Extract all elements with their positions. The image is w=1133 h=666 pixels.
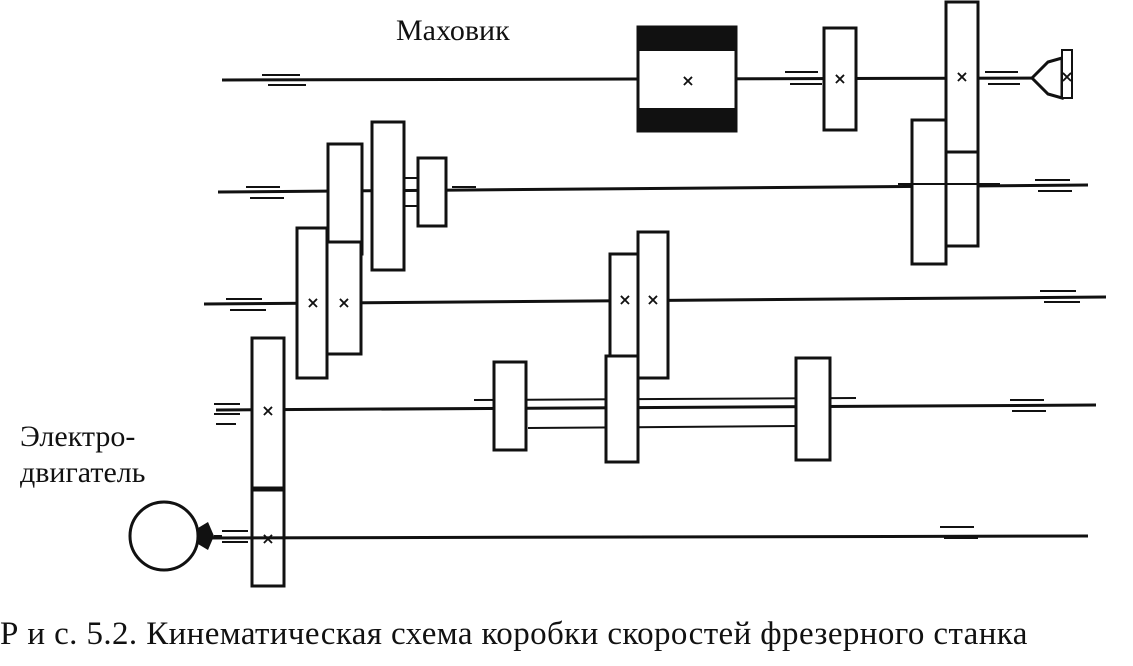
- shaft-5: [199, 534, 1089, 540]
- gear-shaft-2-c: [416, 156, 448, 228]
- gear-shaft-4-a: [492, 360, 528, 452]
- gear-shaft-2-a: [326, 142, 364, 256]
- bearing-shaft-3-right: [1040, 290, 1080, 303]
- svg-text:×: ×: [306, 293, 319, 312]
- gear-shaft-3-d: [636, 230, 670, 380]
- motor-coupling: [198, 522, 222, 550]
- gear-motor-shaft: [250, 336, 286, 490]
- svg-text:×: ×: [337, 293, 350, 312]
- gear-shaft-1-large: [944, 0, 980, 154]
- gear-shaft-1-small-mark: ×: [833, 69, 846, 88]
- bearing-shaft-4-right: [1010, 399, 1046, 412]
- spindle-cone: ×: [1029, 49, 1074, 100]
- bearing-shaft-5-right: [940, 526, 978, 539]
- gear-shaft-2-b: [370, 120, 406, 272]
- flywheel-fixed-mark: ×: [681, 71, 694, 90]
- flywheel: ×: [636, 25, 738, 133]
- svg-text:×: ×: [646, 290, 659, 309]
- gear-shaft-2-d: [910, 118, 948, 266]
- gear-shaft-1-small: [822, 26, 858, 132]
- bearing-shaft-1-right: [985, 71, 1020, 85]
- gear-shaft-2-e: [944, 150, 980, 248]
- bearing-shaft-3-left: [226, 298, 266, 311]
- electric-motor: [128, 500, 200, 572]
- gear-shaft-1-large-mark: ×: [955, 67, 968, 86]
- svg-text:×: ×: [261, 401, 274, 420]
- gear-shaft-3-b: [325, 240, 363, 356]
- gear-shaft-4-b: [604, 354, 640, 464]
- bearing-shaft-4-left: [214, 403, 240, 425]
- svg-text:×: ×: [1060, 67, 1073, 86]
- bearing-shaft-1-mid: [785, 71, 822, 85]
- gear-shaft-3-c: [608, 252, 642, 368]
- figure-caption: Р и с. 5.2. Кинематическая схема коробки…: [0, 616, 1028, 652]
- motor-label-line1: Электро-: [20, 420, 136, 453]
- bearing-shaft-2-left: [246, 186, 284, 199]
- flywheel-label: Маховик: [396, 14, 510, 47]
- svg-text:×: ×: [618, 290, 631, 309]
- shaft-4: [215, 403, 1097, 412]
- gear-shaft-4-c: [794, 356, 832, 462]
- bearing-shaft-2-right: [1035, 179, 1072, 192]
- bearing-shaft-1-left: [262, 74, 306, 86]
- motor-label-line2: двигатель: [20, 456, 146, 489]
- bearing-shaft-5-left: [222, 530, 248, 543]
